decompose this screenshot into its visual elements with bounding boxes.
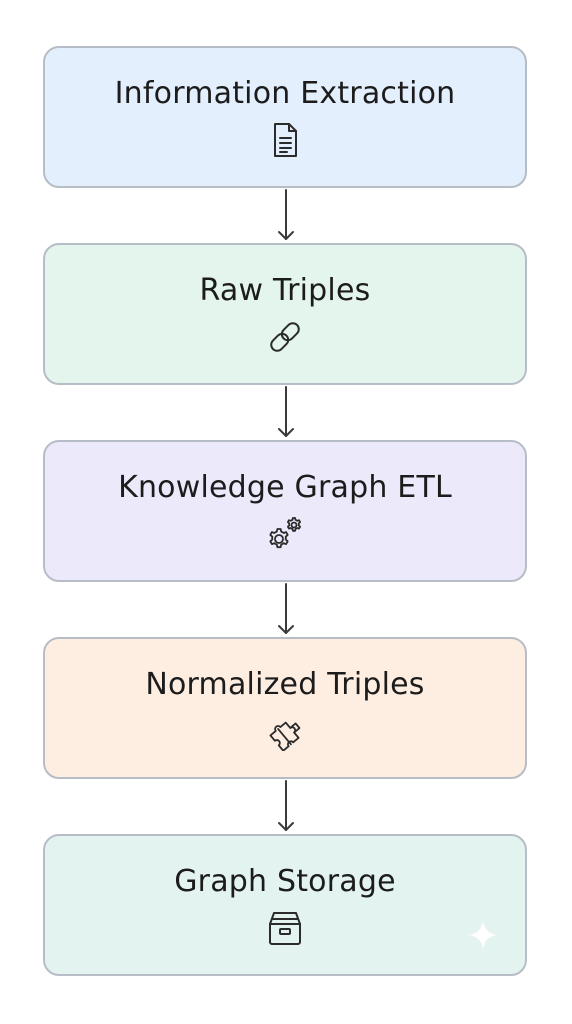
stage-graph-storage: Graph Storage xyxy=(43,834,527,976)
document-icon xyxy=(265,120,305,160)
sparkle-icon xyxy=(464,916,502,954)
archive-box-icon xyxy=(265,908,305,948)
arrow-connector xyxy=(276,779,296,834)
arrow-connector xyxy=(276,188,296,243)
stage-knowledge-graph-etl: Knowledge Graph ETL xyxy=(43,440,527,582)
stage-label: Knowledge Graph ETL xyxy=(118,470,452,505)
stage-information-extraction: Information Extraction xyxy=(43,46,527,188)
stage-label: Information Extraction xyxy=(114,76,456,111)
arrow-connector xyxy=(276,385,296,440)
puzzle-icon xyxy=(265,711,305,751)
stage-label: Graph Storage xyxy=(174,864,396,899)
link-icon xyxy=(265,317,305,357)
arrow-connector xyxy=(276,582,296,637)
stage-label: Normalized Triples xyxy=(145,667,425,702)
stage-normalized-triples: Normalized Triples xyxy=(43,637,527,779)
gears-icon xyxy=(265,514,305,554)
stage-label: Raw Triples xyxy=(199,273,371,308)
stage-raw-triples: Raw Triples xyxy=(43,243,527,385)
